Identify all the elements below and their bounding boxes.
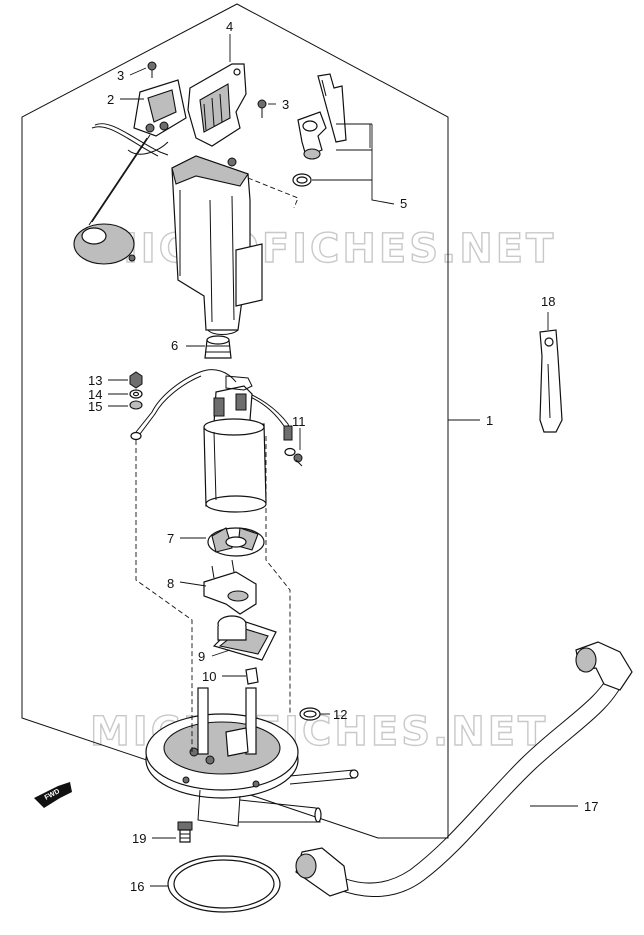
callout-18: 18 (541, 294, 555, 309)
callout-2: 2 (107, 92, 114, 107)
bracket-part-2 (127, 79, 187, 155)
fwd-arrow-icon: FWD (34, 782, 72, 808)
assembly-outline (21, 3, 449, 839)
holder-8 (203, 559, 257, 615)
dashed-line-right (265, 436, 291, 714)
bolt-19 (177, 821, 193, 843)
o-ring-12 (299, 707, 321, 721)
callout-8: 8 (167, 576, 174, 591)
callout-14: 14 (88, 387, 102, 402)
pump-housing (171, 155, 263, 335)
callout-19: 19 (132, 831, 146, 846)
clip-10 (245, 667, 259, 685)
screw-11 (293, 453, 303, 467)
callout-3b: 3 (282, 97, 289, 112)
callout-9: 9 (198, 649, 205, 664)
callout-1: 1 (486, 413, 493, 428)
pump-base-plate (145, 687, 359, 827)
callout-6: 6 (171, 338, 178, 353)
callout-13: 13 (88, 373, 102, 388)
bracket-part-4 (187, 63, 247, 147)
callout-3a: 3 (117, 68, 124, 83)
callout-10: 10 (202, 669, 216, 684)
callout-15: 15 (88, 399, 102, 414)
clamp-18 (539, 329, 563, 433)
dashed-line-left (135, 440, 193, 752)
callout-11: 11 (292, 414, 306, 429)
callout-16: 16 (130, 879, 144, 894)
callout-5: 5 (400, 196, 407, 211)
lock-washer-15 (129, 400, 143, 410)
dashed-line-top (247, 177, 299, 209)
pressure-regulator-bracket (317, 73, 347, 143)
fuel-hose-17 (295, 641, 633, 897)
rubber-cushion-6 (204, 335, 232, 359)
screw-3a (147, 61, 157, 78)
callout-4: 4 (226, 19, 233, 34)
callout-17: 17 (584, 799, 598, 814)
leader-lines (108, 34, 578, 887)
watermark-top: MICROFICHES.NET (98, 226, 556, 272)
fuel-pump (203, 375, 267, 513)
callout-12: 12 (333, 707, 347, 722)
damper-7 (207, 527, 265, 557)
washer-14 (129, 389, 143, 399)
fuel-level-sender (73, 123, 169, 265)
o-ring-5 (292, 173, 312, 187)
callout-7: 7 (167, 531, 174, 546)
filter-9 (212, 615, 277, 661)
gasket-16 (167, 855, 281, 913)
screw-3b (257, 99, 267, 118)
nut-13 (129, 371, 143, 389)
pressure-regulator (297, 111, 327, 160)
